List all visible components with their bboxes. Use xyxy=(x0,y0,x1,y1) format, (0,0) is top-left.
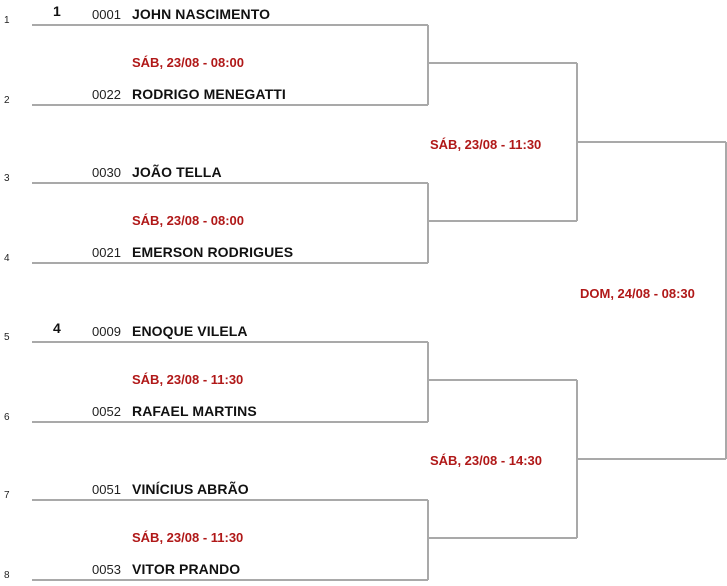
match-schedule-r2-2: SÁB, 23/08 - 14:30 xyxy=(430,453,543,468)
player-name[interactable]: VITOR PRANDO xyxy=(132,561,241,577)
match-schedule-r1-4: SÁB, 23/08 - 11:30 xyxy=(132,530,244,545)
player-code: 0030 xyxy=(92,165,121,180)
match-schedule-final: DOM, 24/08 - 08:30 xyxy=(580,286,695,301)
player-code: 0021 xyxy=(92,245,121,260)
player-name[interactable]: JOHN NASCIMENTO xyxy=(132,6,271,22)
player-code: 0009 xyxy=(92,324,121,339)
player-code: 0001 xyxy=(92,7,121,22)
player-name[interactable]: RODRIGO MENEGATTI xyxy=(132,86,286,102)
player-code: 0053 xyxy=(92,562,121,577)
seed-number: 4 xyxy=(53,320,61,336)
match-schedule-r1-1: SÁB, 23/08 - 08:00 xyxy=(132,55,245,70)
position-number: 7 xyxy=(4,490,10,501)
position-number: 2 xyxy=(4,95,10,106)
position-number: 6 xyxy=(4,412,10,423)
player-name[interactable]: VINÍCIUS ABRÃO xyxy=(132,481,249,497)
player-name[interactable]: JOÃO TELLA xyxy=(132,164,222,180)
position-number: 4 xyxy=(4,253,10,264)
player-name[interactable]: EMERSON RODRIGUES xyxy=(132,244,294,260)
position-number: 1 xyxy=(4,15,10,26)
player-code: 0022 xyxy=(92,87,121,102)
match-schedule-r1-3: SÁB, 23/08 - 11:30 xyxy=(132,372,244,387)
match-schedule-r1-2: SÁB, 23/08 - 08:00 xyxy=(132,213,245,228)
position-number: 3 xyxy=(4,173,10,184)
player-name[interactable]: ENOQUE VILELA xyxy=(132,323,248,339)
player-name[interactable]: RAFAEL MARTINS xyxy=(132,403,257,419)
player-code: 0051 xyxy=(92,482,121,497)
player-code: 0052 xyxy=(92,404,121,419)
seed-number: 1 xyxy=(53,3,61,19)
match-schedule-r2-1: SÁB, 23/08 - 11:30 xyxy=(430,137,542,152)
position-number: 8 xyxy=(4,570,10,581)
position-number: 5 xyxy=(4,332,10,343)
